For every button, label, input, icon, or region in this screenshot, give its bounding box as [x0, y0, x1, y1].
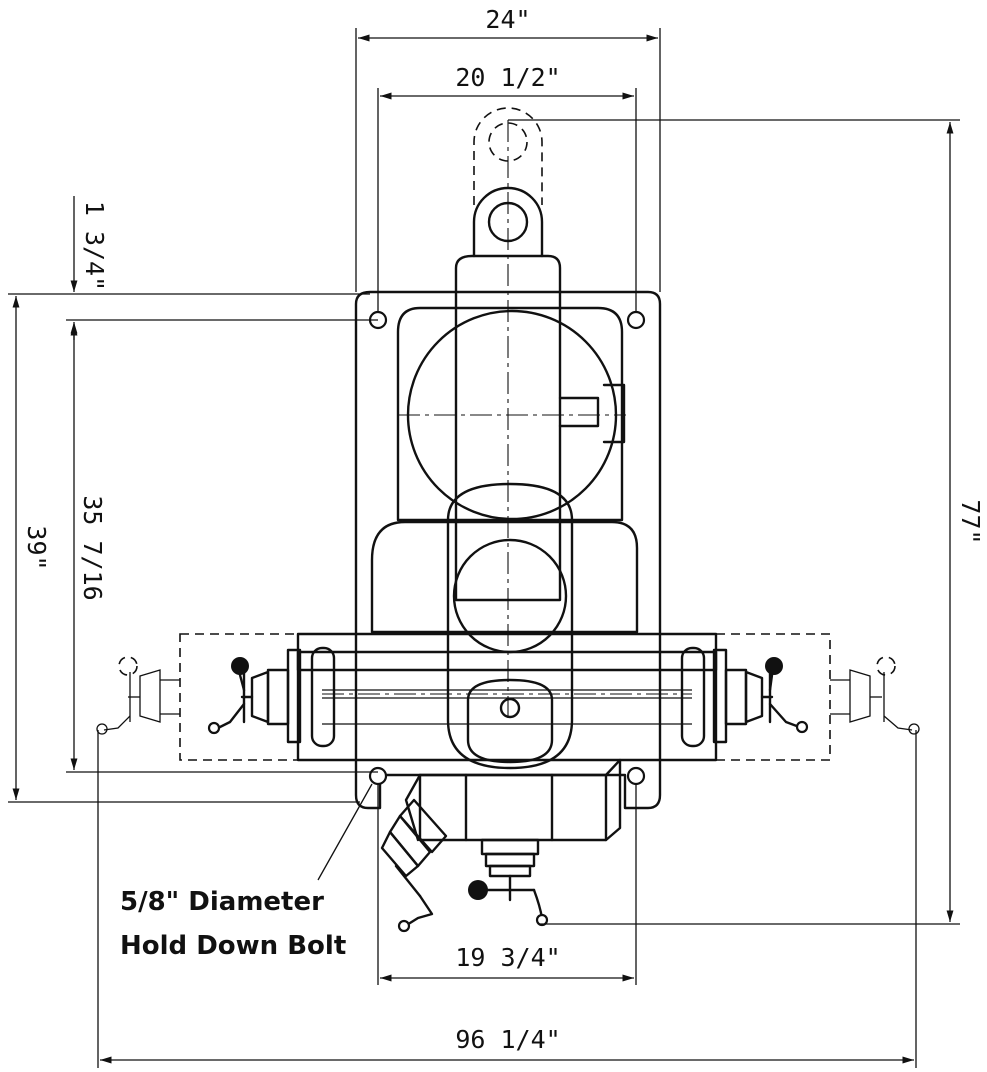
table-right-slot [680, 646, 706, 748]
dim-ram-offset: 1 3/4" [80, 201, 109, 291]
spindle-point [499, 697, 521, 719]
right-handwheel-travel [830, 656, 920, 735]
left-handwheel-travel [96, 656, 180, 735]
note-line-1: 5/8" Diameter [120, 887, 324, 917]
right-handwheel [724, 657, 809, 734]
lifting-eye-alt-hole [488, 122, 528, 162]
knee-housing [418, 773, 608, 842]
ram [454, 254, 562, 602]
left-handwheel [207, 657, 290, 735]
elevation-crank [468, 838, 549, 927]
table-left-slot [310, 646, 336, 748]
base-plate [354, 290, 662, 810]
head-u-guard [466, 678, 554, 764]
bolt-hole-top-right [626, 310, 646, 330]
dim-overall-width-table: 96 1/4" [455, 1025, 560, 1054]
dim-overall-height: 77" [956, 499, 985, 544]
dim-overall-width-top: 24" [485, 5, 530, 34]
turret-side-block [602, 383, 626, 444]
head-housing [446, 482, 574, 770]
dim-column-width: 20 1/2" [455, 63, 560, 92]
bolt-hole-bottom-left [368, 766, 388, 786]
bolt-hole-bottom-right [626, 766, 646, 786]
note-line-2: Hold Down Bolt [120, 931, 346, 961]
turret-lug [558, 396, 600, 428]
knee-angled-crank [380, 798, 448, 933]
column-body [396, 306, 624, 522]
machine-outline [96, 107, 920, 933]
lifting-eye [472, 186, 544, 258]
table-top-rail [296, 650, 718, 672]
lifting-eye-alt [473, 107, 543, 205]
dimension-lines [8, 28, 960, 1068]
table-travel-left [179, 633, 299, 761]
dim-bolt-spacing-vertical: 35 7/16 [78, 495, 107, 600]
dim-base-depth: 39" [22, 525, 51, 570]
column-lower-body [370, 520, 639, 634]
dim-bolt-spacing-horizontal: 19 3/4" [455, 943, 560, 972]
